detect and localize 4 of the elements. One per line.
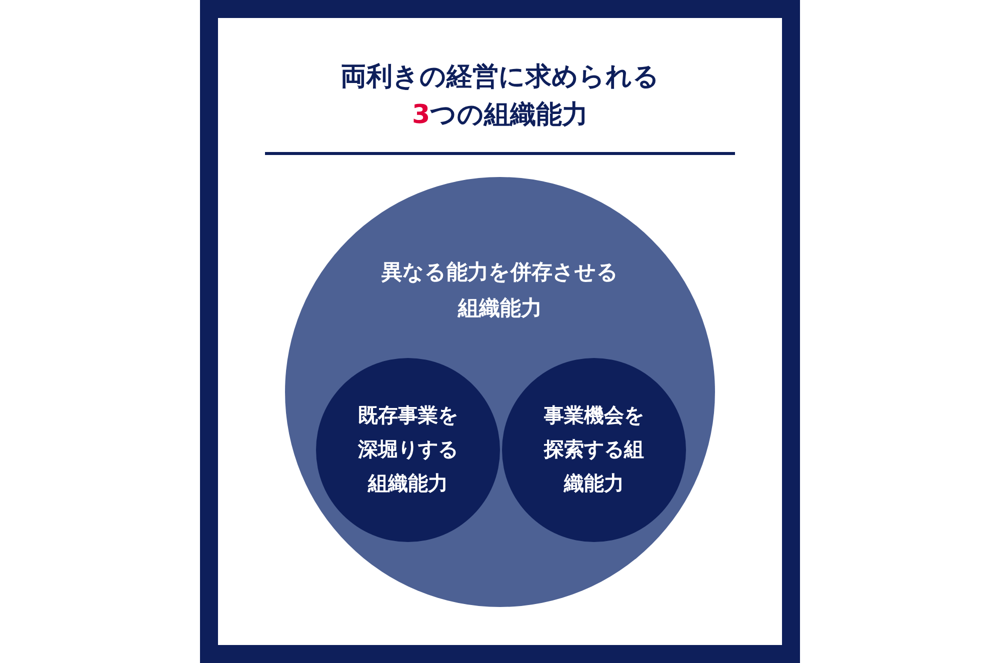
circle-label: 既存事業を深堀りする組織能力 xyxy=(356,402,459,497)
diagram-title: 両利きの経営に求められる3つの組織能力 xyxy=(340,61,660,132)
circle-label: 異なる能力を併存させる組織能力 xyxy=(380,259,620,322)
circle-label: 事業機会を探索する組織能力 xyxy=(542,402,645,497)
